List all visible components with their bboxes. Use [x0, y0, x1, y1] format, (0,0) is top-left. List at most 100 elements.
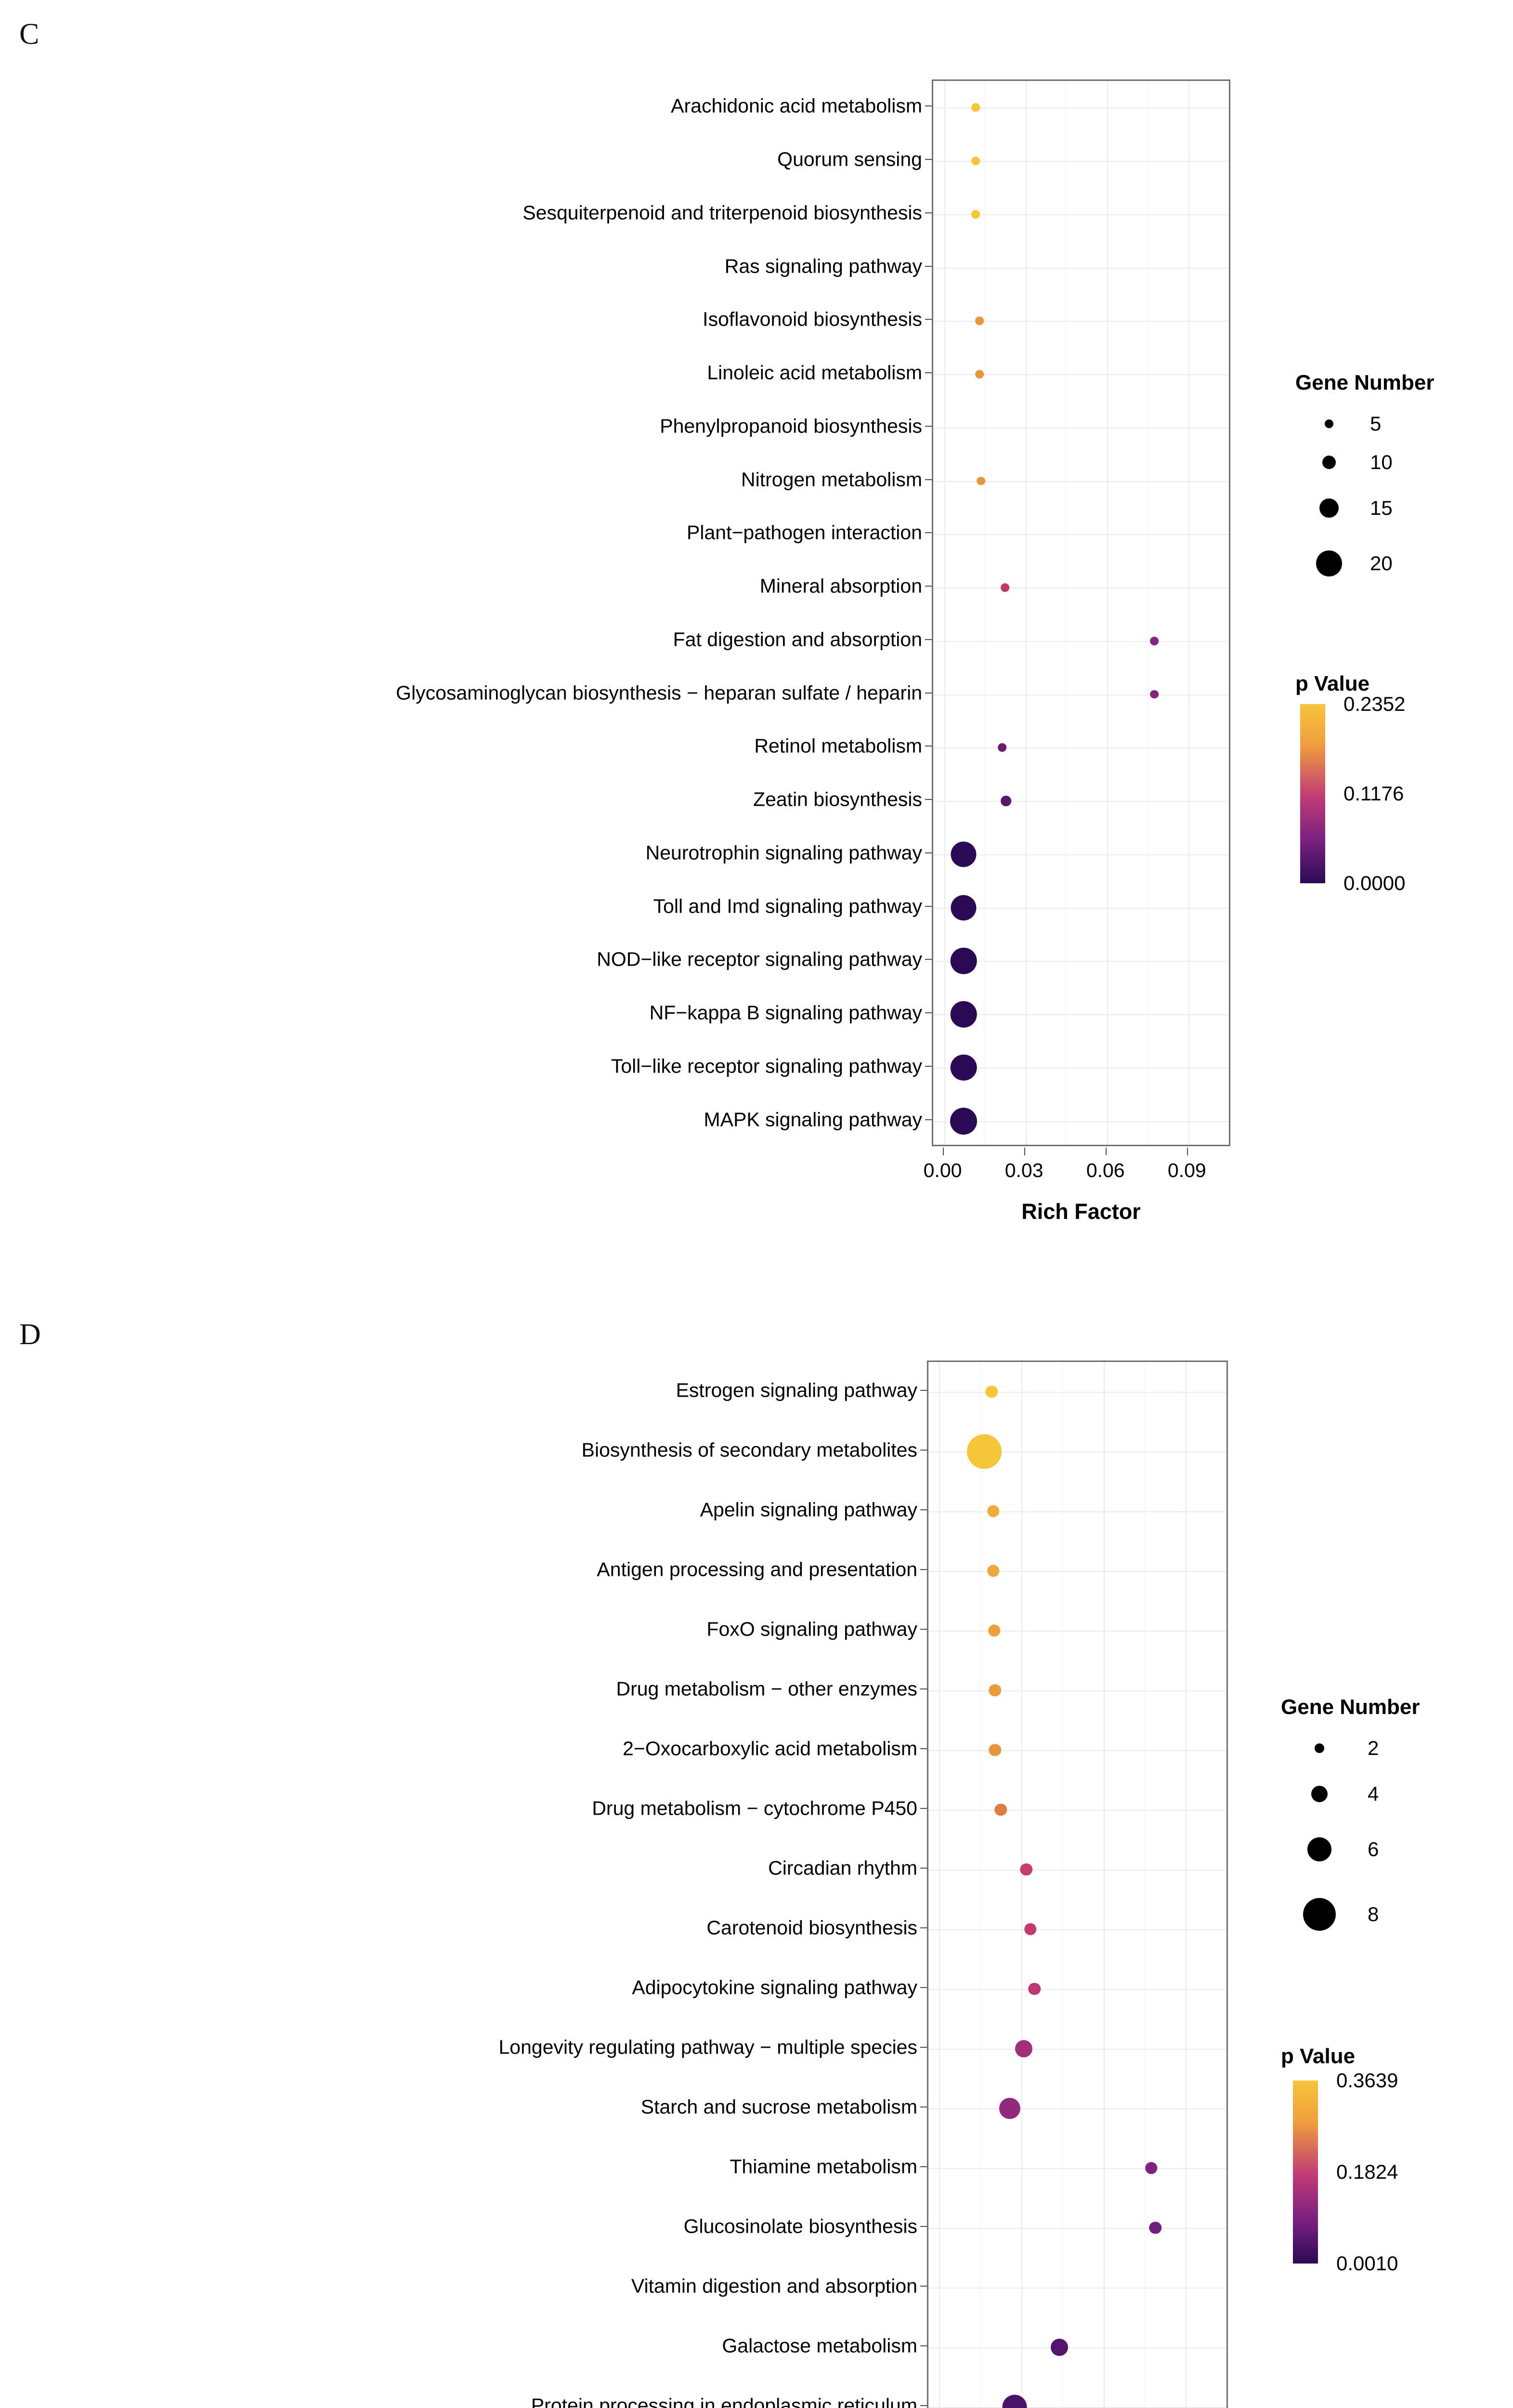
category-label: Zeatin biosynthesis [753, 788, 922, 811]
bubble-point [975, 370, 984, 379]
y-axis-tick [920, 2226, 927, 2227]
gridline-horizontal [933, 801, 1229, 802]
gridline-horizontal [933, 1014, 1229, 1016]
bubble-point [950, 1001, 977, 1028]
y-axis-tick [925, 159, 932, 160]
category-label: Longevity regulating pathway − multiple … [498, 2036, 918, 2058]
y-axis-tick [920, 1808, 927, 1809]
y-axis-tick [920, 1450, 927, 1451]
category-label: Carotenoid biosynthesis [706, 1916, 917, 1939]
y-axis-tick [920, 1569, 927, 1570]
y-axis-tick [920, 1629, 927, 1630]
gridline-horizontal [928, 1631, 1226, 1632]
y-axis-tick [925, 586, 932, 587]
gridline-horizontal [933, 1121, 1229, 1122]
bubble-point [985, 1386, 998, 1398]
category-label: Isoflavonoid biosynthesis [703, 308, 922, 330]
gridline-horizontal [933, 961, 1229, 962]
gridline-horizontal [928, 1392, 1226, 1393]
bubble-point [998, 743, 1007, 752]
gridline-horizontal [928, 1810, 1226, 1811]
gridline-horizontal [928, 2049, 1226, 2050]
gridline-horizontal [928, 1989, 1226, 1990]
category-label: Glucosinolate biosynthesis [683, 2215, 917, 2238]
category-label: Adipocytokine signaling pathway [632, 1976, 917, 1999]
gene-number-legend-dot [1315, 1743, 1324, 1753]
gridline-vertical [1186, 1362, 1187, 2408]
category-label: Galactose metabolism [722, 2334, 917, 2357]
gridline-horizontal [933, 374, 1229, 376]
category-label: Ras signaling pathway [724, 255, 922, 277]
gene-number-legend-dot [1303, 1898, 1336, 1931]
bubble-point [987, 1565, 1000, 1577]
y-axis-tick [925, 1119, 932, 1120]
gridline-vertical [944, 81, 945, 1145]
category-label: Glycosaminoglycan biosynthesis − heparan… [396, 681, 922, 704]
y-axis-tick [920, 1927, 927, 1928]
gridline-vertical-minor [1062, 1362, 1063, 2408]
gridline-horizontal [928, 2168, 1226, 2169]
category-label: Apelin signaling pathway [700, 1498, 917, 1521]
y-axis-tick [925, 425, 932, 427]
category-label: Biosynthesis of secondary metabolites [581, 1439, 917, 1461]
gridline-vertical-minor [980, 1362, 981, 2408]
gene-number-legend-dot [1325, 419, 1333, 428]
y-axis-tick [920, 2405, 927, 2406]
category-label: Nitrogen metabolism [741, 468, 922, 491]
category-label: MAPK signaling pathway [704, 1108, 922, 1131]
gridline-vertical [1103, 1362, 1105, 2408]
gridline-horizontal [933, 907, 1229, 909]
x-axis-tick-label: 0.03 [1004, 1159, 1043, 1181]
y-axis-tick [920, 1688, 927, 1689]
y-axis-tick [920, 1868, 927, 1869]
x-axis-tick-label: 0.06 [1086, 1159, 1125, 1181]
gene-number-legend-dot [1322, 456, 1336, 469]
gridline-horizontal [928, 1870, 1226, 1871]
bubble-point [1150, 690, 1159, 699]
y-axis-tick [925, 852, 932, 853]
y-axis-tick [920, 2047, 927, 2048]
category-label: Retinol metabolism [754, 734, 922, 757]
p-value-colorbar [1293, 2081, 1318, 2264]
gridline-horizontal [928, 1690, 1226, 1691]
p-value-legend-label: 0.1176 [1343, 782, 1404, 805]
category-label: Toll−like receptor signaling pathway [611, 1055, 922, 1077]
bubble-point [989, 1744, 1002, 1756]
category-label: NF−kappa B signaling pathway [649, 1001, 922, 1024]
p-value-legend-label: 0.0000 [1343, 872, 1406, 894]
gridline-horizontal [933, 107, 1229, 109]
bubble-point [994, 1804, 1007, 1816]
bubble-point [1024, 1923, 1037, 1936]
y-axis-tick [925, 639, 932, 640]
bubble-point [950, 1054, 977, 1081]
bubble-point [987, 1505, 1000, 1518]
bubble-point [1149, 2222, 1162, 2234]
p-value-legend-label: 0.0010 [1336, 2252, 1398, 2275]
x-axis-tick-label: 0.00 [923, 1159, 962, 1181]
y-axis-tick [925, 212, 932, 213]
gene-number-legend-dot [1307, 1837, 1331, 1861]
gridline-vertical-minor [1066, 81, 1067, 1145]
category-label: Vitamin digestion and absorption [631, 2275, 917, 2297]
gridline-horizontal [928, 2347, 1226, 2348]
bubble-point [988, 1624, 1001, 1637]
category-label: Thiamine metabolism [730, 2155, 917, 2178]
y-axis-tick [925, 692, 932, 694]
bubble-point [950, 948, 977, 974]
category-label: Sesquiterpenoid and triterpenoid biosynt… [522, 201, 922, 224]
p-value-legend-label: 0.1824 [1336, 2160, 1398, 2183]
gene-number-legend-label: 4 [1368, 1782, 1379, 1805]
category-label: Arachidonic acid metabolism [671, 94, 922, 117]
p-value-legend-label: 0.3639 [1336, 2069, 1398, 2092]
bubble-point [1050, 2339, 1068, 2356]
gridline-horizontal [933, 161, 1229, 162]
gridline-horizontal [933, 1067, 1229, 1069]
bubble-point [1002, 2395, 1027, 2408]
gridline-horizontal [933, 481, 1229, 482]
gridline-horizontal [933, 427, 1229, 429]
y-axis-tick [925, 1012, 932, 1014]
bubble-point [1150, 637, 1159, 645]
gridline-vertical [1025, 81, 1027, 1145]
category-label: Linoleic acid metabolism [707, 361, 922, 384]
category-label: FoxO signaling pathway [706, 1618, 917, 1640]
